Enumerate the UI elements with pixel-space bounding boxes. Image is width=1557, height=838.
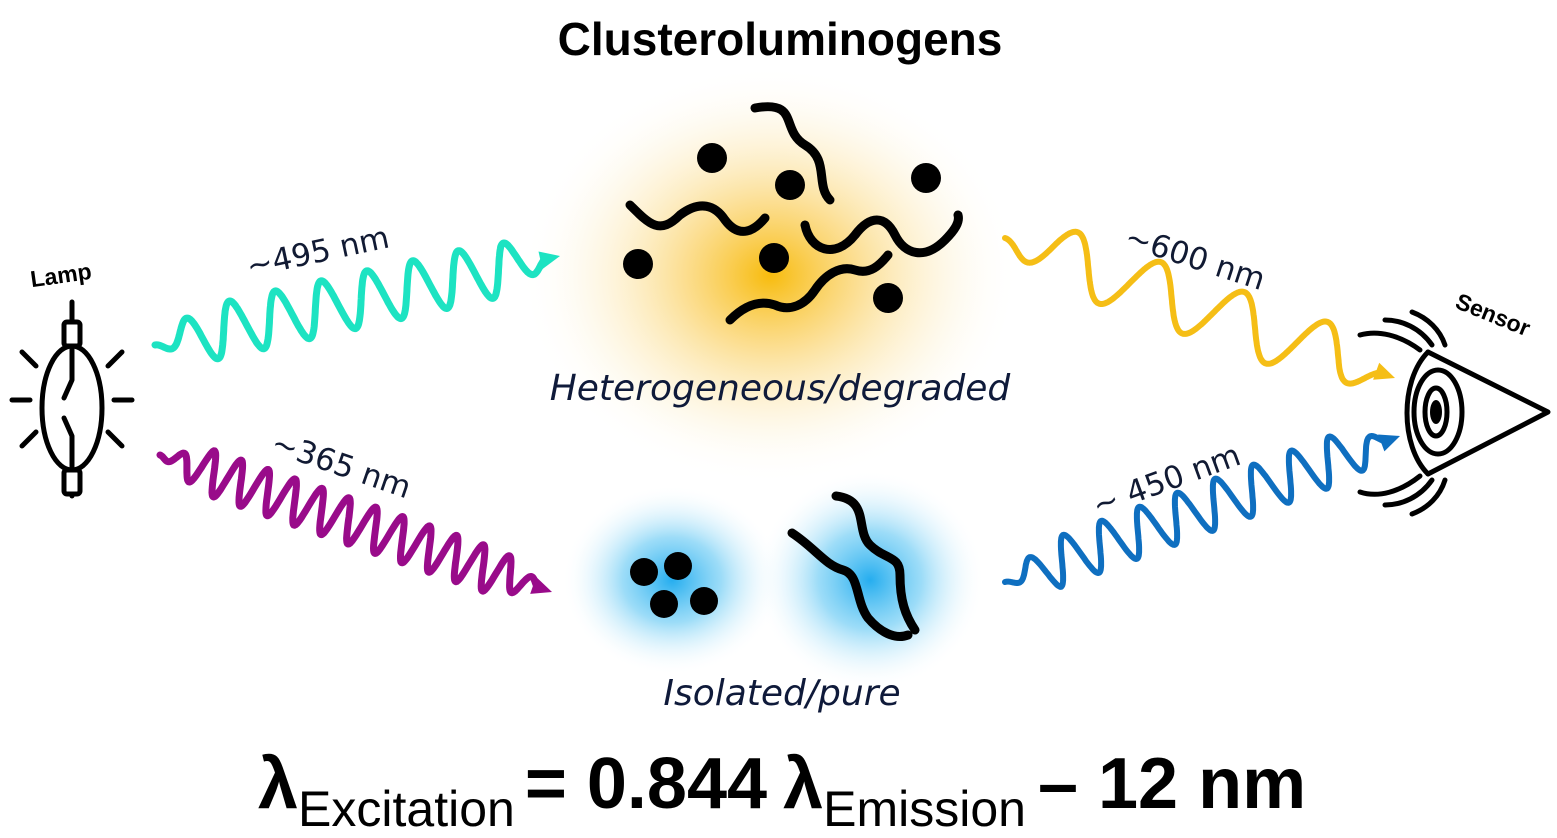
lamp-label: Lamp: [29, 258, 93, 292]
wave-450-arrowhead: [1378, 434, 1400, 452]
subscript-emission: Emission: [823, 781, 1026, 837]
chain-3: [800, 210, 963, 258]
lower-chains: [787, 491, 920, 641]
chain-4: [725, 250, 893, 325]
lower-dots: [630, 552, 718, 618]
dot: [623, 249, 653, 279]
lambda-emission: λ: [783, 744, 823, 824]
sensor-label: Sensor: [1452, 288, 1534, 341]
wave-label-365: ~365 nm: [267, 425, 416, 506]
wave-450: [1002, 433, 1388, 590]
lower-glow-right: [755, 470, 985, 690]
dot: [664, 552, 692, 580]
equation-coefficient: = 0.844: [525, 744, 767, 824]
upper-glow: [520, 65, 1020, 485]
wave-495-arrowhead: [538, 251, 560, 270]
dot: [911, 163, 941, 193]
lower-cluster: [562, 470, 985, 690]
lambda-excitation: λ: [258, 744, 298, 824]
wave-600-arrowhead: [1373, 362, 1395, 380]
wave-600: [1002, 228, 1383, 387]
upper-cluster: [520, 65, 1020, 485]
dot: [759, 243, 789, 273]
equation-offset: – 12 nm: [1038, 744, 1306, 824]
dot: [650, 590, 678, 618]
wave-group: [151, 228, 1400, 597]
upper-dots: [623, 143, 941, 313]
chain-6: [787, 528, 913, 641]
dot: [690, 587, 718, 615]
dot: [873, 283, 903, 313]
wave-365-arrowhead: [530, 576, 552, 594]
lower-glow-left: [562, 485, 782, 675]
wave-label-600: ~600 nm: [1121, 219, 1270, 298]
diagram-title: Clusteroluminogens: [558, 13, 1003, 65]
dot: [775, 170, 805, 200]
dot: [630, 558, 658, 586]
state-label-upper: Heterogeneous/degraded: [550, 368, 1012, 409]
chain-1: [750, 102, 835, 205]
subscript-excitation: Excitation: [298, 781, 515, 837]
lamp-icon: Lamp: [9, 258, 135, 499]
upper-chains: [625, 102, 963, 325]
eye-icon: Sensor: [1357, 288, 1551, 517]
state-label-lower: Isolated/pure: [663, 673, 900, 714]
dot: [697, 143, 727, 173]
chain-2: [625, 200, 770, 236]
chain-5: [831, 491, 920, 635]
wave-495: [151, 239, 548, 363]
wave-365: [156, 447, 541, 597]
